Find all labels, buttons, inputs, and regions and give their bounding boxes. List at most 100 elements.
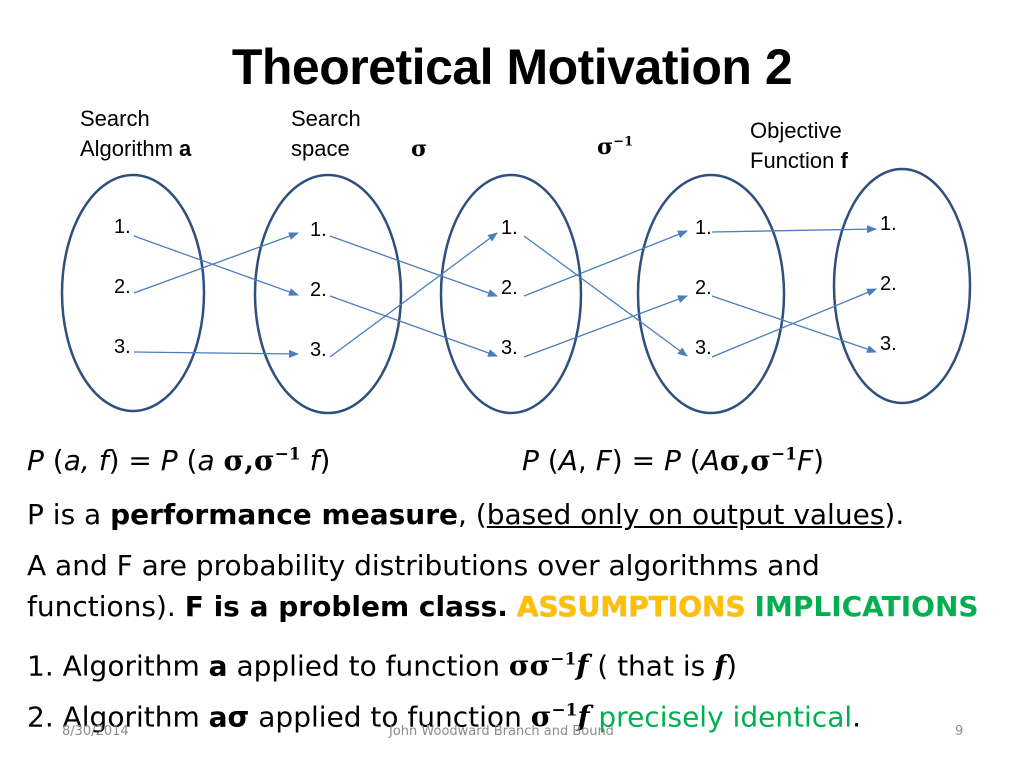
search-algorithm-label-line2: Algorithm a <box>80 134 191 164</box>
mapping-arrow-3-3-to-2 <box>523 295 688 358</box>
algorithm-word: Algorithm <box>80 136 180 161</box>
formula-left-b4 <box>301 444 310 477</box>
set-3-item-1: 1. <box>501 217 518 239</box>
s2-t1: 2. Algorithm <box>27 700 209 734</box>
formula-left-a3: f <box>98 444 109 477</box>
objective-function-label: Objective Function f <box>750 116 848 176</box>
formula-left-b3 <box>215 444 224 477</box>
objective-label-line1: Objective <box>750 118 842 143</box>
set-ellipse-2 <box>253 173 403 415</box>
formula-right-p2: P <box>663 444 681 477</box>
search-algorithm-label-line1: Search <box>80 106 150 131</box>
formula-right-sigma: σ,σ−1 <box>720 444 797 477</box>
formula-right-b1: ( <box>680 444 701 477</box>
set-4-item-3: 3. <box>695 337 712 359</box>
formula-left-b2: a <box>197 444 215 477</box>
formula-left-b5: f <box>309 444 320 477</box>
formula-right-b2: A <box>700 444 720 477</box>
mapping-arrow-1-3-to-3 <box>133 349 299 358</box>
footer-center: John Woodward Branch and Bound <box>389 724 614 739</box>
s1-sigma-text: σσ <box>508 649 551 683</box>
formula-right-p1: P <box>522 444 539 477</box>
s1-sigma-exp: −1 <box>550 650 577 670</box>
formula-right: P (A, F) = P (Aσ,σ−1F) <box>522 444 824 477</box>
algorithm-var: a <box>179 136 192 161</box>
formula-left-a2: a, <box>63 444 99 477</box>
set-3-item-2: 2. <box>501 277 518 299</box>
search-algorithm-label: Search Algorithm a <box>80 104 191 164</box>
set-5-item-3: 3. <box>880 333 897 355</box>
formula-right-a4: F <box>595 444 612 477</box>
s1-sigma: σσ−1f <box>509 649 588 682</box>
formula-left-sigma-text: σ,σ <box>223 444 275 477</box>
formula-left-a4: ) = <box>108 444 161 477</box>
set-3-item-3: 3. <box>501 337 518 359</box>
formula-left-sigma-exp: −1 <box>274 444 301 465</box>
set-ellipse-3 <box>439 173 583 415</box>
mapping-arrow-2-3-to-1 <box>329 232 498 358</box>
perf-t2: , ( <box>458 498 487 531</box>
s1-f: f <box>576 649 589 683</box>
s2-t4: . <box>852 700 862 734</box>
set-2-item-1: 1. <box>310 219 327 241</box>
distributions-line-1: A and F are probability distributions ov… <box>27 549 820 582</box>
dist-t1: functions). <box>27 590 185 623</box>
formula-right-sigma-exp: −1 <box>770 444 797 465</box>
statement-1: 1. Algorithm a applied to function σσ−1f… <box>27 642 737 684</box>
perf-bold: performance measure <box>110 498 458 531</box>
s2-t2: applied to function <box>249 700 531 734</box>
perf-underline: based only on output values <box>486 498 885 531</box>
set-1-item-3: 3. <box>114 336 131 358</box>
formula-right-a3: , <box>577 444 596 477</box>
set-5-item-1: 1. <box>880 213 897 235</box>
formula-left-a1: ( <box>52 444 64 477</box>
sigma-inverse-base: σ <box>597 134 614 160</box>
s1-t4: ) <box>726 649 738 683</box>
formula-left-p2: P <box>160 444 178 477</box>
s1-t3: ( that is <box>588 649 715 683</box>
formula-left-b1: ( <box>177 444 198 477</box>
formula-left-b6: ) <box>319 444 331 477</box>
function-var: f <box>840 148 848 173</box>
formula-right-b4: ) <box>813 444 825 477</box>
performance-measure-line: P is a performance measure, (based only … <box>27 497 904 533</box>
s2-f: f <box>577 700 590 734</box>
set-ellipse-4 <box>636 173 786 415</box>
formula-right-a5: ) = <box>611 444 664 477</box>
formula-left-p1: P <box>27 444 44 477</box>
formula-left: P (a, f) = P (a σ,σ−1 f) <box>27 444 330 477</box>
statement-2: 2. Algorithm aσ applied to function σ−1f… <box>27 693 861 735</box>
formula-right-a1: ( <box>538 444 559 477</box>
mapping-arrow-2-2-to-3 <box>329 295 498 357</box>
search-space-label-line1: Search <box>291 106 361 131</box>
precisely-identical: precisely identical <box>598 700 853 734</box>
s1-bold-a: a <box>208 649 228 683</box>
dist-t3 <box>746 590 755 623</box>
mapping-arrow-4-3-to-2 <box>711 288 877 358</box>
search-space-label-line2: space <box>291 136 350 161</box>
sigma-inverse-label: σ−1 <box>597 134 633 160</box>
formula-right-b3: F <box>796 444 814 477</box>
mapping-arrow-3-2-to-1 <box>523 230 688 297</box>
set-1-item-1: 1. <box>114 216 131 238</box>
footer-page: 9 <box>955 724 964 739</box>
dist-t2 <box>508 590 517 623</box>
s1-t1: 1. Algorithm <box>27 649 209 683</box>
implications-word: IMPLICATIONS <box>754 590 979 623</box>
mapping-arrow-1-2-to-1 <box>133 232 299 294</box>
sigma-inverse-exponent: −1 <box>613 134 634 150</box>
set-1-item-2: 2. <box>114 276 131 298</box>
set-4-item-1: 1. <box>695 217 712 239</box>
set-ellipse-1 <box>60 173 206 413</box>
mapping-arrow-4-1-to-1 <box>711 225 877 234</box>
s1-t2: applied to function <box>227 649 509 683</box>
distributions-line-2: functions). F is a problem class. ASSUMP… <box>27 589 979 625</box>
s2-sigma-text: σ <box>530 700 552 734</box>
set-5-item-2: 2. <box>880 273 897 295</box>
perf-t1: P is a <box>27 498 111 531</box>
s1-f2-wrap: f <box>714 649 726 682</box>
set-2-item-3: 3. <box>310 339 327 361</box>
s2-bold: aσ <box>208 700 250 734</box>
formula-right-sigma-text: σ,σ <box>719 444 771 477</box>
perf-t3: ). <box>884 498 905 531</box>
